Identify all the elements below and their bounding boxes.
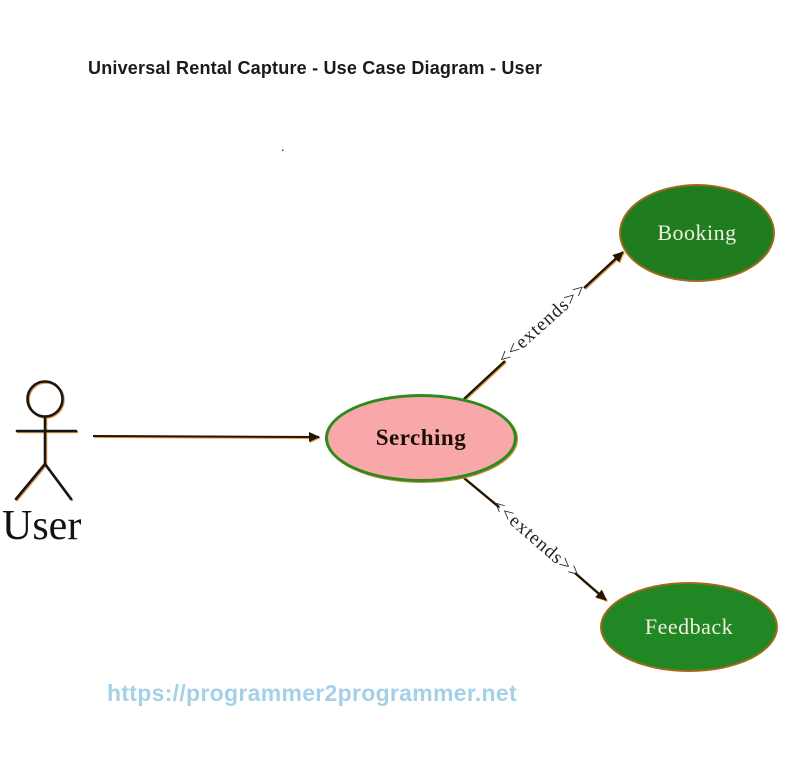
use-case-booking-label: Booking [657, 220, 737, 245]
use-case-feedback: Feedback [600, 582, 778, 672]
page-title: Universal Rental Capture - Use Case Diag… [88, 58, 543, 78]
actor-figure [14, 380, 78, 501]
extends-line-feedback [463, 477, 607, 601]
actor-head [26, 380, 64, 418]
use-case-serching: Serching [325, 394, 517, 482]
use-case-booking: Booking [619, 184, 775, 282]
association-user-serching [92, 431, 320, 442]
actor-left-leg [14, 462, 47, 501]
actor-name-label: User [2, 503, 82, 549]
extends-line-booking [463, 251, 624, 400]
use-case-serching-label: Serching [375, 425, 467, 450]
actor-right-leg [43, 462, 73, 501]
stray-dot-mark: . [281, 140, 285, 155]
watermark-url: https://programmer2programmer.net [107, 680, 517, 706]
use-case-feedback-label: Feedback [644, 614, 734, 639]
